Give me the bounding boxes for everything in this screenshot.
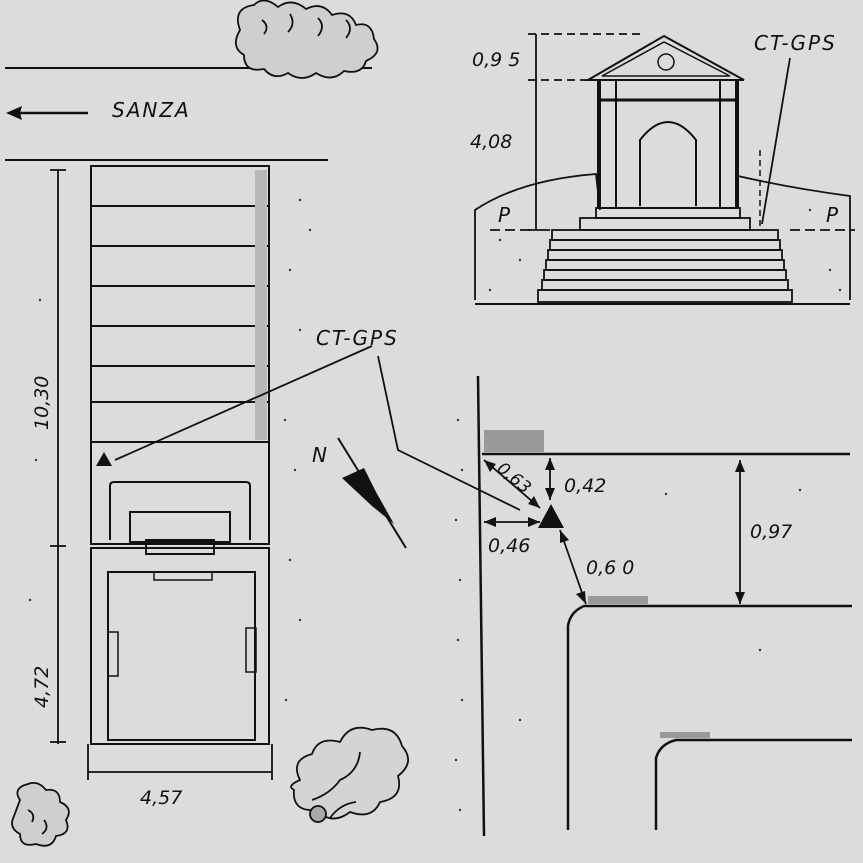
chapel-outline bbox=[90, 547, 270, 745]
gps-label-plan: CT-GPS bbox=[316, 326, 399, 350]
altar-outline bbox=[109, 481, 251, 540]
north-arrow: N bbox=[312, 437, 407, 549]
road-area: SANZA bbox=[5, 67, 372, 161]
detail-left-dim: 0,46 bbox=[488, 535, 530, 557]
elevation-dimension-lines bbox=[528, 33, 640, 231]
direction-label: SANZA bbox=[112, 98, 191, 122]
altar-block bbox=[129, 511, 231, 543]
elev-height-dim: 4,08 bbox=[470, 131, 512, 153]
gps-label-elevation: CT-GPS bbox=[754, 31, 837, 55]
elevation-view: 0,9 5 4,08 P P CT-GPS bbox=[470, 31, 855, 305]
stair-area bbox=[90, 165, 270, 545]
north-label: N bbox=[312, 443, 329, 467]
tree-icon bbox=[290, 726, 409, 823]
plan-width: 4,57 bbox=[140, 787, 182, 809]
detail-right-dim: 0,97 bbox=[750, 521, 792, 543]
hill-right bbox=[737, 175, 851, 300]
ground-level-right: P bbox=[826, 203, 840, 227]
detail-diag-dim: 0,63 bbox=[493, 459, 535, 499]
wall-line bbox=[476, 375, 486, 837]
elev-top-dim: 0,9 5 bbox=[472, 49, 520, 71]
temple-pediment bbox=[584, 34, 745, 81]
stipple-texture bbox=[28, 198, 842, 812]
gps-detail-leader bbox=[377, 355, 521, 511]
gps-marker-icon bbox=[96, 452, 112, 466]
plan-length-upper: 10,30 bbox=[31, 376, 53, 430]
gps-leader-line bbox=[761, 57, 791, 225]
temple-arch bbox=[639, 121, 697, 206]
detail-top-dim: 0,42 bbox=[564, 475, 606, 497]
gps-marker-icon bbox=[538, 504, 564, 528]
elevation-stairs bbox=[537, 207, 793, 303]
building-corner bbox=[566, 604, 852, 830]
tree-icon bbox=[234, 0, 379, 79]
pediment-oculus-icon bbox=[657, 53, 675, 71]
chapel-roof-hatch bbox=[107, 571, 256, 741]
building-inner-corner bbox=[654, 738, 852, 830]
hill-left bbox=[474, 173, 601, 300]
direction-arrow-icon bbox=[6, 106, 88, 120]
tree-icon bbox=[11, 781, 70, 847]
plan-view: 10,30 4,72 4,57 CT-GPS bbox=[31, 165, 399, 809]
north-needle-icon bbox=[342, 468, 394, 524]
plan-length-lower: 4,72 bbox=[31, 666, 53, 708]
ground-level-left: P bbox=[498, 203, 512, 227]
gps-leader-line bbox=[114, 345, 373, 461]
detail-lower-dim: 0,6 0 bbox=[586, 557, 634, 579]
stair-steps bbox=[91, 205, 269, 443]
plan-dimension-lines bbox=[50, 169, 273, 780]
